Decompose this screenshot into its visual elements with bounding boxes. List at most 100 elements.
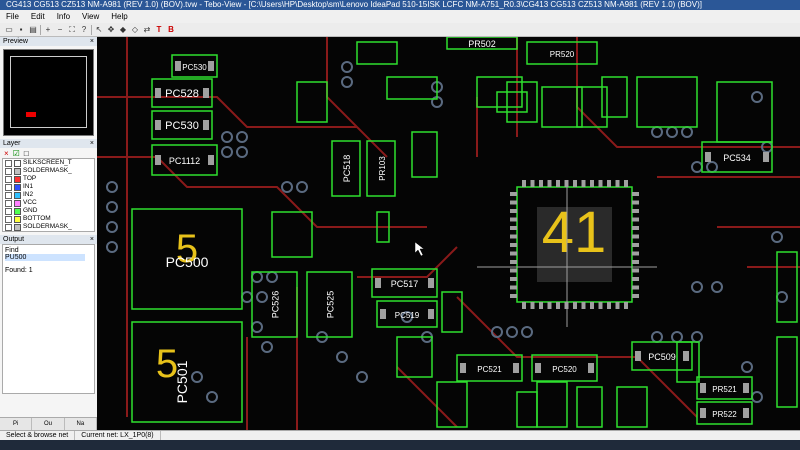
bottom-view-button[interactable]: B (168, 24, 174, 34)
layer-checkbox[interactable] (5, 199, 12, 207)
close-icon[interactable]: × (89, 140, 94, 147)
part-icon[interactable]: ◇ (131, 24, 139, 34)
component-outline[interactable] (601, 76, 628, 118)
layer-row[interactable]: BOTTOM (3, 215, 94, 223)
menu-help[interactable]: Help (111, 12, 128, 21)
tab-parts[interactable]: Pi (0, 418, 33, 430)
component-outline[interactable] (536, 381, 568, 428)
layer-row[interactable]: VCC (3, 199, 94, 207)
component-outline[interactable] (531, 354, 598, 382)
layer-row[interactable]: IN2 (3, 191, 94, 199)
layer-row[interactable]: SILKSCREEN_T (3, 159, 94, 167)
pc501-outline[interactable] (131, 321, 243, 423)
component-outline[interactable] (411, 131, 438, 178)
toggle-icon[interactable]: □ (23, 148, 29, 158)
refdes-label: PC528 (165, 88, 199, 100)
component-outline[interactable] (616, 386, 648, 428)
uncheck-all-icon[interactable]: × (4, 148, 9, 158)
menu-view[interactable]: View (82, 12, 100, 21)
close-icon[interactable]: × (89, 38, 94, 45)
layer-row[interactable]: GND (3, 207, 94, 215)
viewport-marker[interactable] (26, 112, 36, 117)
component-outline[interactable] (151, 144, 218, 176)
component-outline[interactable] (251, 271, 298, 338)
component-outline[interactable] (696, 376, 753, 400)
component-outline[interactable] (376, 211, 390, 243)
component-outline[interactable] (331, 140, 361, 197)
component-outline[interactable] (541, 86, 583, 128)
component-outline[interactable] (576, 386, 603, 428)
pc500-outline[interactable] (131, 208, 243, 310)
net-icon[interactable]: ◆ (119, 24, 127, 34)
component-outline[interactable] (436, 381, 468, 428)
component-outline[interactable] (151, 110, 213, 140)
layer-checkbox[interactable] (5, 207, 12, 215)
pad (513, 363, 519, 373)
component-outline[interactable] (306, 271, 353, 338)
component-outline[interactable] (171, 54, 218, 78)
menu-info[interactable]: Info (56, 12, 71, 21)
tab-nets[interactable]: Na (65, 418, 97, 430)
menu-file[interactable]: File (6, 12, 19, 21)
layer-row[interactable]: SOLDERMASK_ (3, 223, 94, 231)
check-all-icon[interactable]: ☑ (12, 148, 20, 158)
find-result[interactable]: PU500 (5, 254, 86, 261)
component-outline[interactable] (636, 76, 698, 128)
print-icon[interactable]: ▤ (29, 24, 37, 34)
component-outline[interactable] (456, 354, 523, 382)
component-outline[interactable] (446, 37, 518, 50)
layer-color-swatch (14, 175, 21, 183)
layer-checkbox[interactable] (5, 215, 12, 223)
layer-checkbox[interactable] (5, 191, 12, 199)
layer-checkbox[interactable] (5, 223, 12, 231)
tab-output[interactable]: Ou (32, 418, 65, 430)
component-outline[interactable] (776, 336, 798, 408)
zoom-in-icon[interactable]: + (45, 24, 51, 34)
save-icon[interactable]: ▪ (19, 24, 23, 34)
via (236, 146, 248, 158)
component-outline[interactable] (366, 140, 396, 197)
layer-row[interactable]: SOLDERMASK_ (3, 167, 94, 175)
menu-edit[interactable]: Edit (30, 12, 45, 21)
fit-icon[interactable]: ⛶ (69, 24, 75, 34)
component-outline[interactable] (386, 76, 438, 100)
layer-checkbox[interactable] (5, 232, 12, 233)
component-outline[interactable] (776, 251, 798, 323)
component-outline[interactable] (356, 41, 398, 65)
component-outline[interactable] (506, 81, 538, 123)
component-outline[interactable] (371, 268, 438, 298)
zoom-out-icon[interactable]: − (57, 24, 63, 34)
pan-icon[interactable]: ✥ (107, 24, 115, 34)
layer-checkbox[interactable] (5, 175, 12, 183)
component-outline[interactable] (496, 91, 528, 113)
component-outline[interactable] (151, 78, 213, 108)
preview-thumbnail[interactable] (3, 49, 94, 136)
find-icon[interactable]: ? (81, 24, 87, 34)
component-outline[interactable] (576, 86, 608, 128)
component-outline[interactable] (396, 336, 433, 378)
layer-checkbox[interactable] (5, 183, 12, 191)
layer-checkbox[interactable] (5, 159, 12, 167)
component-outline[interactable] (716, 81, 773, 143)
component-outline[interactable] (376, 300, 438, 328)
open-icon[interactable]: ▭ (5, 24, 13, 34)
component-outline[interactable] (441, 291, 463, 333)
component-outline[interactable] (526, 41, 598, 65)
pad (510, 226, 517, 230)
component-outline[interactable] (271, 211, 313, 258)
arrow-icon[interactable]: ↖ (95, 24, 103, 34)
component-outline[interactable] (516, 391, 538, 428)
layer-checkbox[interactable] (5, 167, 12, 175)
component-outline[interactable] (696, 401, 753, 425)
layer-row[interactable]: IN1 (3, 183, 94, 191)
layer-row[interactable]: SILKSCREEN_B (3, 231, 94, 232)
layer-row[interactable]: TOP (3, 175, 94, 183)
component-outline[interactable] (631, 341, 693, 371)
component-outline[interactable] (296, 81, 328, 123)
close-icon[interactable]: × (89, 236, 94, 243)
component-outline[interactable] (676, 341, 700, 383)
top-view-button[interactable]: T (156, 24, 162, 34)
flip-icon[interactable]: ⇄ (143, 24, 151, 34)
